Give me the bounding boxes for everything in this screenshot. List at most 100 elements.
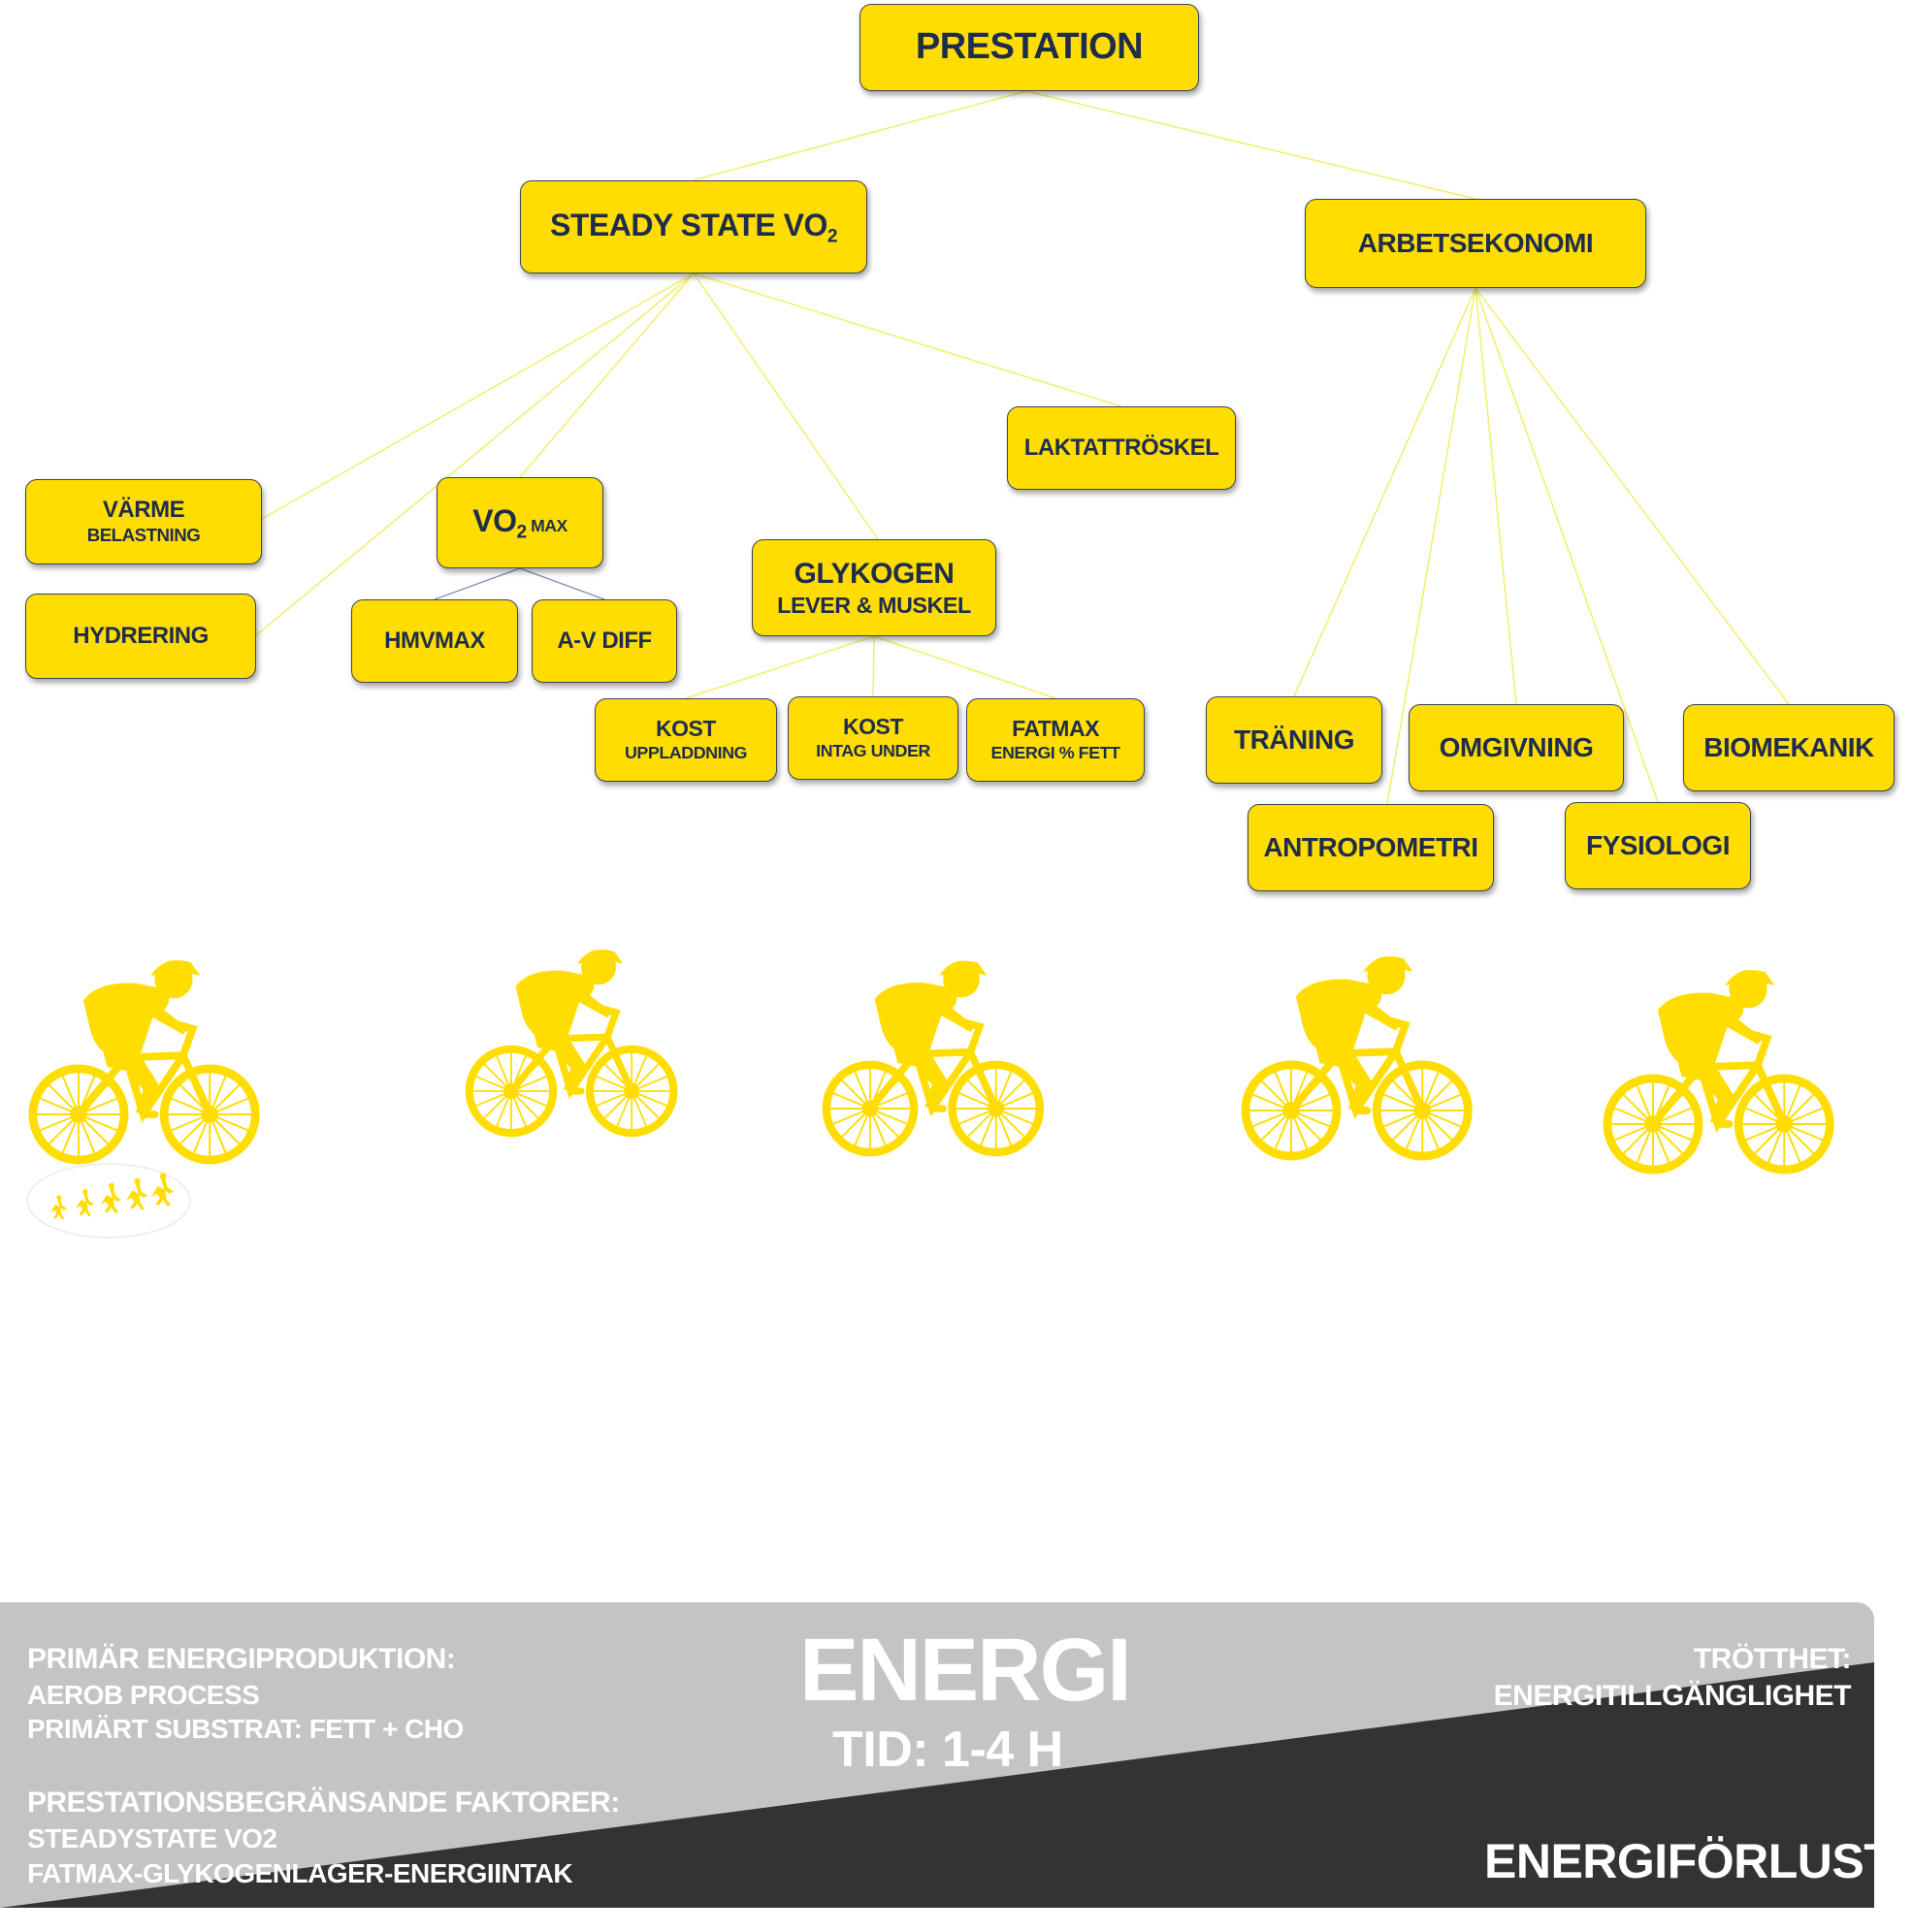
node-label: A-V DIFF [557, 627, 652, 656]
node-fysiologi: FYSIOLOGI [1565, 802, 1751, 889]
node-label: KOST [843, 714, 903, 741]
node-label-line2: INTAG UNDER [816, 741, 930, 761]
time-range-text: TID: 1-4 H [832, 1722, 1063, 1778]
connector-line [693, 273, 879, 540]
aerob-process-text: AEROB PROCESS [27, 1680, 260, 1710]
node-hydrering: HYDRERING [25, 594, 256, 679]
node-label-text: GLYKOGEN [794, 557, 955, 590]
node-label-text: OMGIVNING [1439, 732, 1594, 763]
node-traning: TRÄNING [1206, 696, 1382, 784]
evolution-figure [101, 1182, 121, 1213]
connector-line [693, 273, 1122, 407]
cyclist-silhouette [822, 960, 1045, 1157]
evolution-figure [76, 1188, 94, 1217]
evolution-figure [151, 1173, 175, 1207]
node-label: STEADY STATE VO2 [549, 207, 838, 248]
connector-line [261, 273, 695, 520]
connector-line [1475, 287, 1790, 705]
primary-substrate-text: PRIMÄRT SUBSTRAT: FETT + CHO [27, 1714, 464, 1744]
connector-line [519, 567, 605, 600]
node-label-text: FATMAX [1012, 716, 1099, 742]
node-steady: STEADY STATE VO2 [520, 180, 867, 274]
node-label: KOST [656, 716, 716, 743]
cyclist-silhouette [1241, 956, 1473, 1161]
node-label-line2: UPPLADDNING [624, 743, 748, 763]
connector-line [1475, 287, 1659, 803]
connector-line [519, 273, 695, 478]
connector-line [434, 567, 521, 600]
connector-line [873, 635, 1056, 699]
node-label: PRESTATION [915, 25, 1144, 70]
node-label-text: VÄRME [102, 497, 185, 524]
primary-energy-heading: PRIMÄR ENERGIPRODUKTION: [27, 1643, 456, 1675]
node-label: VO2 MAX [472, 502, 567, 544]
node-label: BIOMEKANIK [1703, 731, 1874, 764]
node-label: HMVMAX [384, 628, 485, 656]
connector-line [1386, 287, 1476, 805]
connector-line [685, 635, 875, 699]
node-label: VÄRME [102, 497, 185, 525]
cyclist-silhouette [1603, 970, 1834, 1175]
limiting-factors-heading: PRESTATIONSBEGRÄNSANDE FAKTORER: [27, 1787, 620, 1819]
node-label-text: VO [472, 502, 517, 538]
connector-line [255, 273, 695, 636]
node-label-text: BIOMEKANIK [1703, 732, 1874, 763]
node-label-line2: ENERGI % FETT [990, 743, 1120, 763]
connector-line [1293, 287, 1476, 697]
node-hmvmax: HMVMAX [351, 599, 518, 683]
node-label-line2: BELASTNING [86, 525, 201, 546]
energi-title: ENERGI [799, 1621, 1132, 1720]
evolution-figure [126, 1177, 148, 1210]
node-label: HYDRERING [73, 623, 209, 651]
node-vo2max: VO2 MAX [437, 477, 603, 568]
connector-line [1475, 287, 1517, 705]
node-label: GLYKOGEN [794, 557, 955, 592]
connector-line [692, 90, 1027, 181]
node-label: FYSIOLOGI [1586, 829, 1730, 862]
panel-dark-wedge [0, 1662, 1874, 1908]
node-label-suffix: MAX [526, 515, 567, 535]
node-label-text: FYSIOLOGI [1586, 830, 1730, 861]
node-label-subscript: 2 [827, 226, 838, 247]
node-label: ANTROPOMETRI [1263, 831, 1478, 864]
node-label-text: A-V DIFF [557, 627, 652, 654]
steadystate-text: STEADYSTATE VO2 [27, 1823, 277, 1853]
node-label-text: LAKTATTRÖSKEL [1023, 434, 1219, 461]
node-label-text: HYDRERING [73, 622, 209, 649]
node-label-text: STEADY STATE VO [549, 207, 827, 242]
node-label: OMGIVNING [1440, 731, 1594, 764]
fatigue-heading: TRÖTTHET: [1693, 1643, 1852, 1675]
node-label-text: TRÄNING [1233, 724, 1355, 756]
node-antropometri: ANTROPOMETRI [1248, 804, 1494, 891]
node-avdiff: A-V DIFF [532, 599, 677, 683]
node-biomekanik: BIOMEKANIK [1683, 704, 1895, 791]
node-label-text: HMVMAX [384, 627, 485, 654]
node-label-text: ARBETSEKONOMI [1357, 228, 1594, 259]
node-omgivning: OMGIVNING [1409, 704, 1624, 791]
node-label: ARBETSEKONOMI [1357, 227, 1594, 260]
node-label-subscript: 2 [516, 522, 528, 543]
node-label-text: ANTROPOMETRI [1263, 832, 1478, 863]
energy-loss-text: ENERGIFÖRLUST [1484, 1834, 1874, 1888]
energy-availability-text: ENERGITILLGÄNGLIGHET [1493, 1680, 1852, 1712]
node-laktat: LAKTATTRÖSKEL [1007, 406, 1236, 490]
node-label-text: KOST [656, 716, 716, 742]
node-arbetsekonomi: ARBETSEKONOMI [1305, 199, 1646, 288]
connector-line [1025, 90, 1476, 200]
node-label: TRÄNING [1233, 724, 1355, 757]
node-label-text: KOST [843, 714, 903, 740]
fatmax-glycogen-text: FATMAX-GLYKOGENLAGER-ENERGIINTAK [27, 1858, 573, 1888]
node-label-text: PRESTATION [915, 26, 1144, 68]
node-prestation: PRESTATION [859, 4, 1199, 91]
evolution-figure [50, 1195, 67, 1220]
node-label: FATMAX [1012, 716, 1099, 743]
node-label: LAKTATTRÖSKEL [1024, 435, 1219, 463]
energy-panel: PRIMÄR ENERGIPRODUKTION: AEROB PROCESS P… [0, 1602, 1874, 1908]
